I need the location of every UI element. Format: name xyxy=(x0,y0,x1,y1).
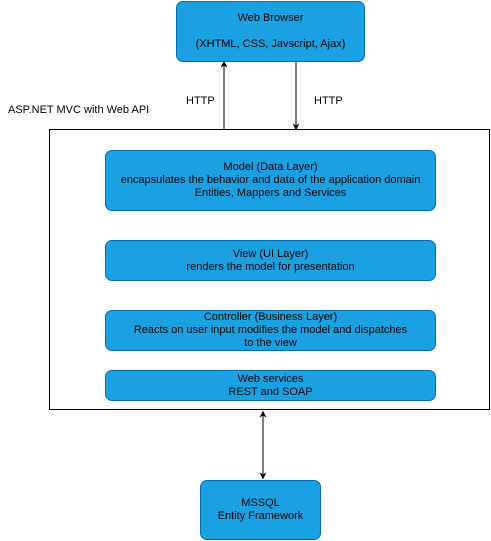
container-label: ASP.NET MVC with Web API xyxy=(8,104,150,116)
http-down-label: HTTP xyxy=(314,95,343,107)
model-description: encapsulates the behavior and data of th… xyxy=(120,174,421,186)
model-title: Model (Data Layer) xyxy=(223,161,318,173)
controller-layer-box: Controller (Business Layer) Reacts on us… xyxy=(105,310,436,351)
http-up-label: HTTP xyxy=(186,95,215,107)
view-description: renders the model for presentation xyxy=(186,260,355,273)
controller-title: Controller (Business Layer) xyxy=(203,311,338,323)
database-box: MSSQL Entity Framework xyxy=(200,480,321,540)
web-services-protocols: REST and SOAP xyxy=(228,385,313,398)
web-services-title: Web services xyxy=(237,372,304,385)
web-services-box: Web services REST and SOAP xyxy=(105,370,436,401)
controller-description: Reacts on user input modifies the model … xyxy=(133,324,408,336)
controller-description-cont: to the view xyxy=(244,337,297,349)
database-orm: Entity Framework xyxy=(217,510,304,522)
model-components: Entities, Mappers and Services xyxy=(194,187,347,199)
web-browser-box: Web Browser (XHTML, CSS, Javscript, Ajax… xyxy=(176,1,365,62)
web-browser-title: Web Browser xyxy=(237,12,304,24)
model-layer-box: Model (Data Layer) encapsulates the beha… xyxy=(105,150,436,211)
database-title: MSSQL xyxy=(241,497,280,509)
view-title: View (UI Layer) xyxy=(232,247,309,260)
view-layer-box: View (UI Layer) renders the model for pr… xyxy=(105,240,436,281)
web-browser-tech: (XHTML, CSS, Javscript, Ajax) xyxy=(195,38,346,50)
